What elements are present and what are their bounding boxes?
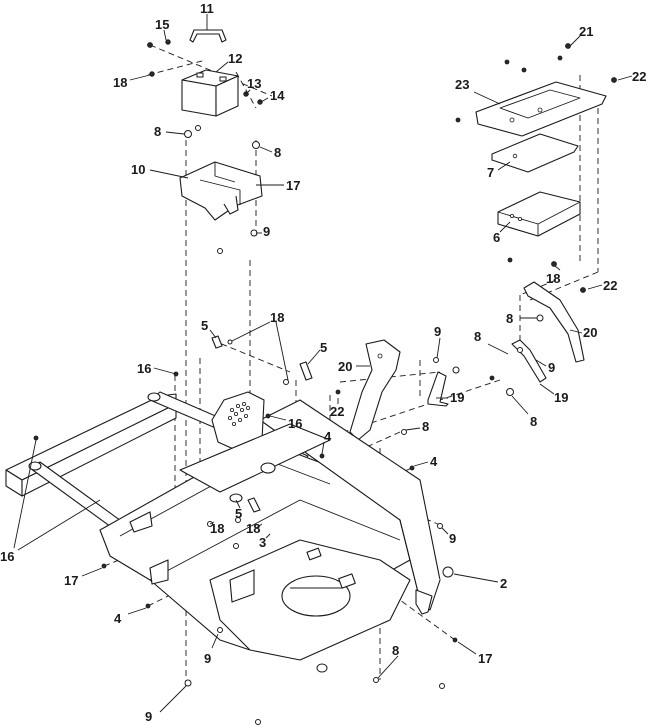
callout-5-top: 5 bbox=[201, 318, 208, 333]
battery bbox=[181, 69, 239, 117]
main-frame bbox=[5, 391, 441, 661]
callout-4-lower-left: 4 bbox=[114, 611, 122, 626]
callout-17-left: 17 bbox=[64, 573, 78, 588]
callout-9-lower-right: 9 bbox=[449, 531, 456, 546]
callout-5-center: 5 bbox=[235, 506, 242, 521]
callout-22-left: 22 bbox=[330, 404, 344, 419]
callout-8-bottom: 8 bbox=[392, 643, 399, 658]
seat-hardware bbox=[455, 43, 617, 293]
callout-17-tray: 17 bbox=[286, 178, 300, 193]
callout-3: 3 bbox=[259, 535, 266, 550]
callout-8-lower-right: 8 bbox=[530, 414, 537, 429]
bracket-hardware bbox=[335, 347, 523, 435]
plate-7 bbox=[491, 133, 579, 173]
callout-8-center: 8 bbox=[422, 419, 429, 434]
callout-6: 6 bbox=[493, 230, 500, 245]
callout-16-top: 16 bbox=[137, 361, 151, 376]
angle-bracket-19-right bbox=[511, 339, 547, 383]
callout-18-battery: 18 bbox=[113, 75, 127, 90]
callout-16-middle: 16 bbox=[288, 416, 302, 431]
callout-12: 12 bbox=[228, 51, 242, 66]
callout-8-mid: 8 bbox=[474, 329, 481, 344]
battery-hardware bbox=[147, 39, 263, 149]
callout-8-bracket-top: 8 bbox=[506, 311, 513, 326]
callout-21: 21 bbox=[579, 24, 593, 39]
callout-19-left: 19 bbox=[450, 390, 464, 405]
callout-20-left: 20 bbox=[338, 359, 352, 374]
seat-bracket-20-left bbox=[349, 339, 401, 441]
callout-23: 23 bbox=[455, 77, 469, 92]
callout-11: 11 bbox=[200, 1, 214, 16]
callout-17-bottom-right: 17 bbox=[478, 651, 492, 666]
battery-tray bbox=[179, 161, 263, 254]
callout-5-right: 5 bbox=[320, 340, 327, 355]
callout-2: 2 bbox=[500, 576, 507, 591]
callout-9-mid: 9 bbox=[434, 324, 441, 339]
battery-hold-down-strap bbox=[189, 29, 227, 43]
callout-18-middle: 18 bbox=[270, 310, 284, 325]
callout-9-right: 9 bbox=[548, 360, 555, 375]
seat-bracket-20-right bbox=[523, 281, 585, 363]
callout-13: 13 bbox=[247, 76, 261, 91]
callout-16-left: 16 bbox=[0, 549, 14, 564]
callout-7: 7 bbox=[487, 165, 494, 180]
callout-14: 14 bbox=[270, 88, 285, 103]
callout-19-right: 19 bbox=[554, 390, 568, 405]
callout-9-bottom: 9 bbox=[145, 709, 152, 724]
control-module-6 bbox=[497, 191, 581, 237]
angle-bracket-19-left bbox=[427, 371, 449, 407]
callout-4-right: 4 bbox=[430, 454, 438, 469]
callout-22-top: 22 bbox=[632, 69, 646, 84]
callout-9-tray: 9 bbox=[263, 224, 270, 239]
callout-20-right: 20 bbox=[583, 325, 597, 340]
callout-9-lower-left: 9 bbox=[204, 651, 211, 666]
callout-22-mid: 22 bbox=[603, 278, 617, 293]
callout-18-center-left: 18 bbox=[210, 521, 224, 536]
callout-8-tray-left: 8 bbox=[154, 124, 161, 139]
frame-hardware bbox=[33, 335, 458, 725]
callout-18-center-right: 18 bbox=[246, 521, 260, 536]
seat-plate-23 bbox=[475, 81, 607, 137]
callout-8-tray-right: 8 bbox=[274, 145, 281, 160]
callout-15: 15 bbox=[155, 17, 169, 32]
callout-4-middle: 4 bbox=[324, 429, 332, 444]
callout-10: 10 bbox=[131, 162, 145, 177]
callout-18-seat: 18 bbox=[546, 271, 560, 286]
